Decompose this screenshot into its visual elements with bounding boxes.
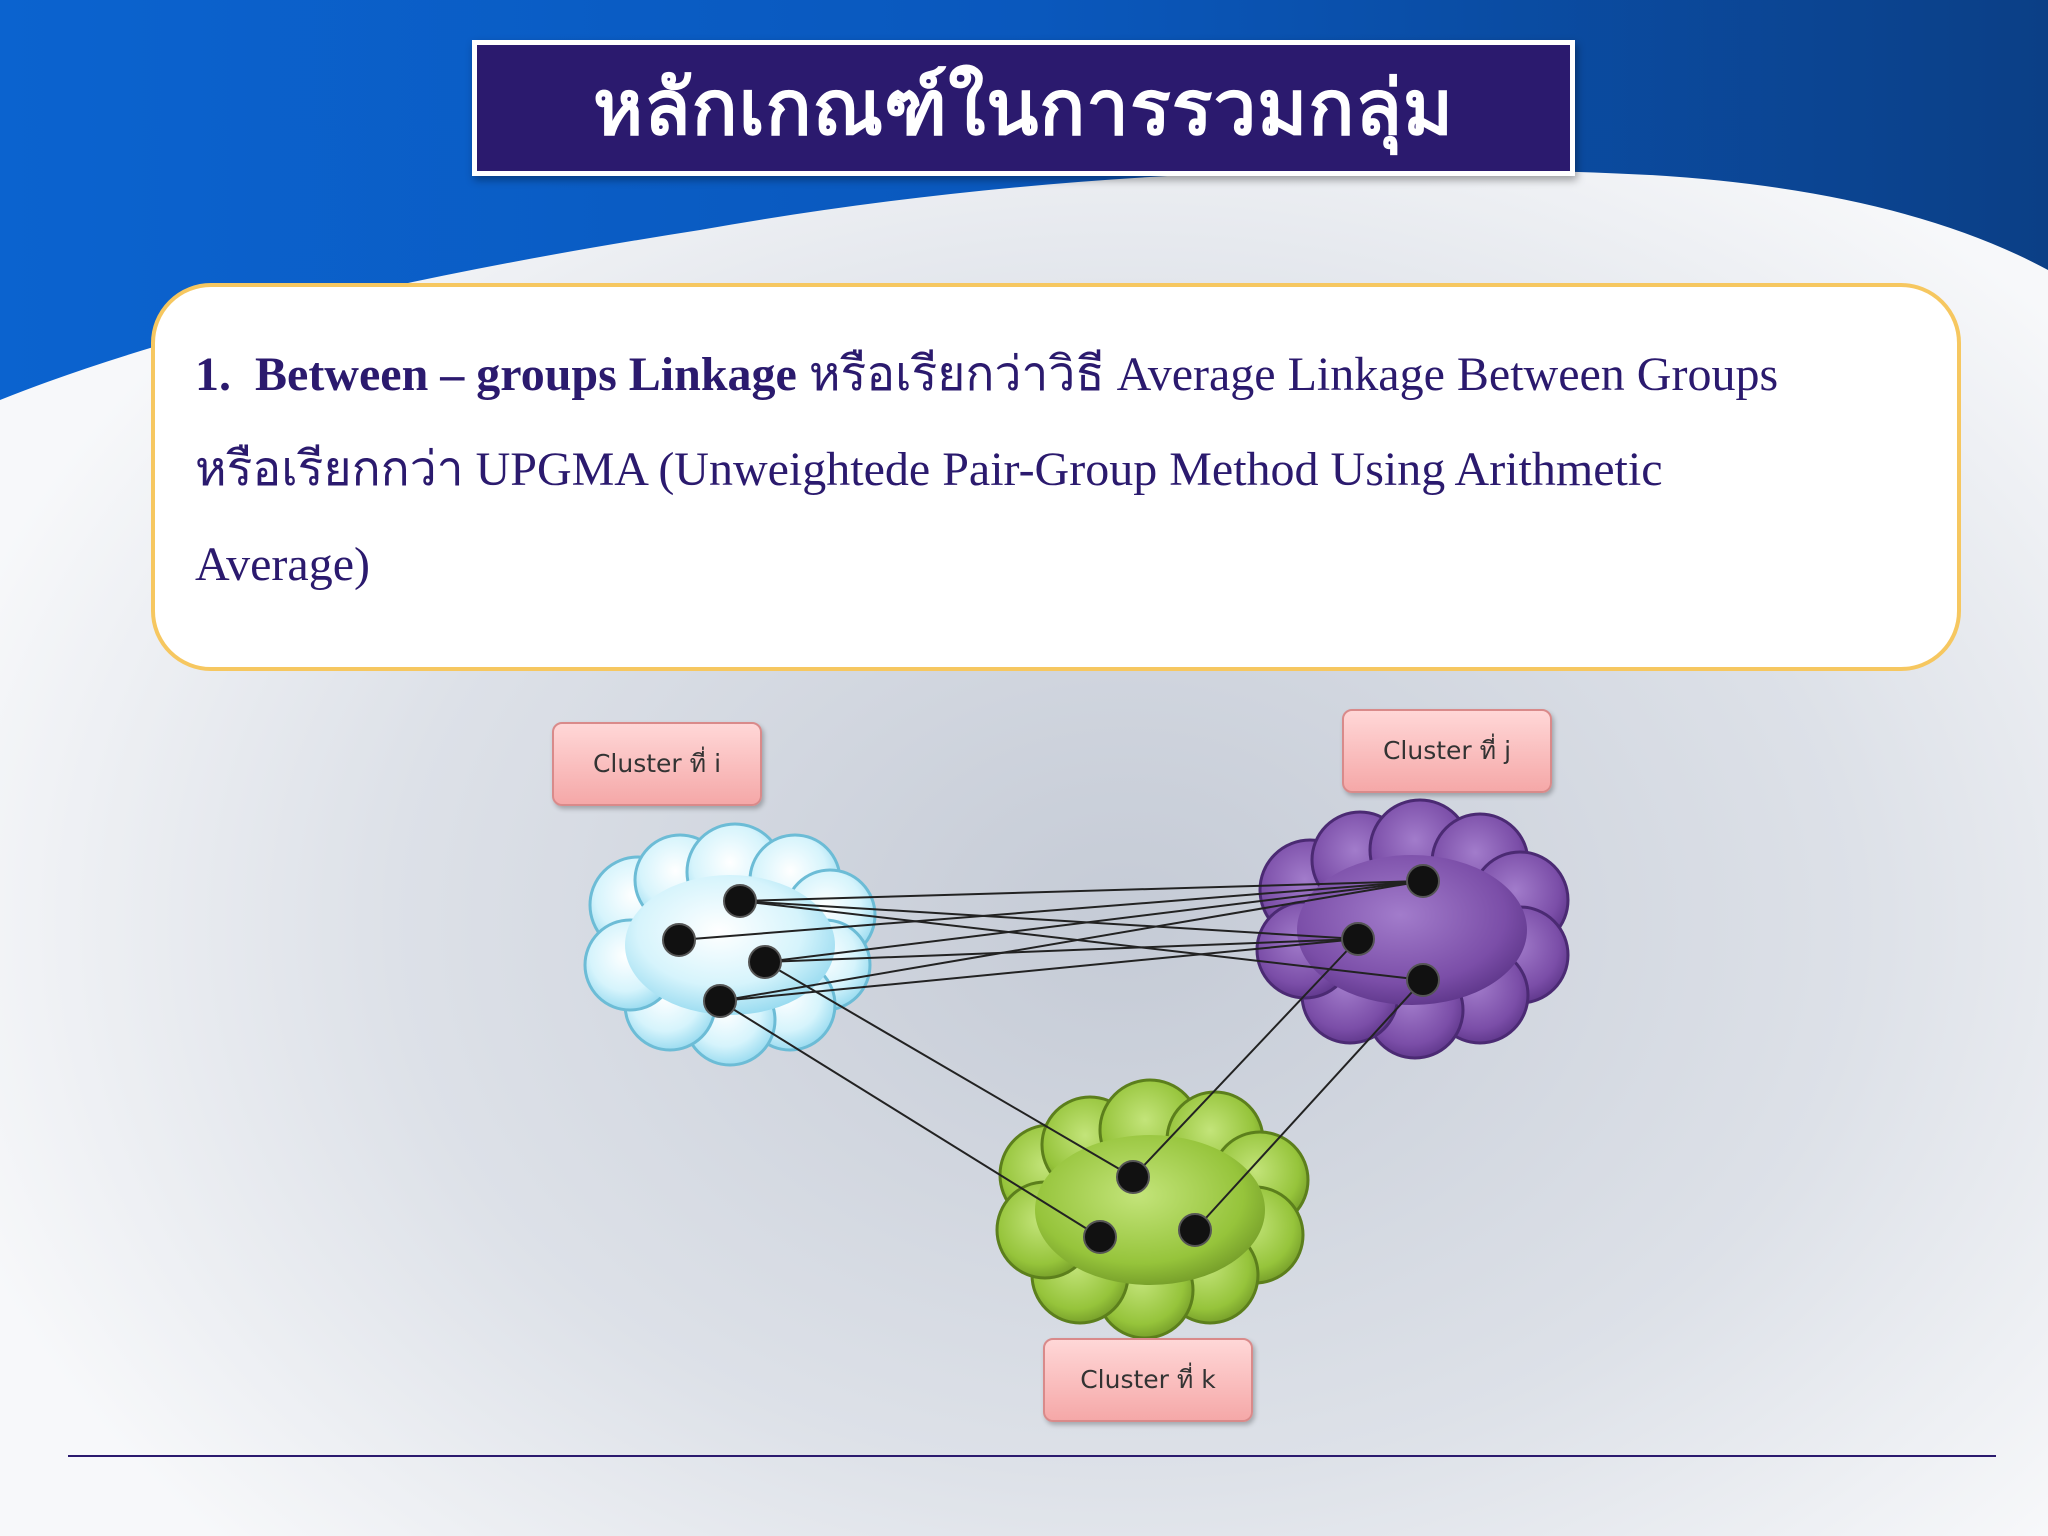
cluster-points [662,864,1440,1254]
point-i-3 [748,945,782,979]
cluster-k-label: Cluster ที่ k [1043,1338,1253,1422]
point-k-2 [1083,1220,1117,1254]
definition-line-1: 1. Between – groups Linkage หรือเรียกว่า… [195,327,1917,422]
footer-divider [68,1455,1996,1457]
point-j-3 [1406,963,1440,997]
definition-number: 1. [195,348,231,401]
point-j-1 [1406,864,1440,898]
definition-term: Between – groups Linkage [255,348,797,401]
linkage-lines [678,880,1424,1238]
cluster-j-label: Cluster ที่ j [1342,709,1552,793]
slide-title: หลักเกณฑ์ในการรวมกลุ่ม [592,63,1455,152]
point-j-2 [1341,922,1375,956]
definition-box: 1. Between – groups Linkage หรือเรียกว่า… [151,283,1961,671]
point-i-1 [723,884,757,918]
point-k-3 [1178,1213,1212,1247]
definition-line-1-rest: หรือเรียกว่าวิธี Average Linkage Between… [796,348,1779,401]
definition-line-3: Average) [195,538,370,591]
point-i-2 [662,923,696,957]
point-i-4 [703,984,737,1018]
slide-title-box: หลักเกณฑ์ในการรวมกลุ่ม [472,40,1575,176]
point-k-1 [1116,1160,1150,1194]
cluster-i-cloud [583,822,877,1067]
cluster-j-cloud [1255,798,1570,1060]
cluster-i-label: Cluster ที่ i [552,722,762,806]
cluster-k-cloud [995,1078,1310,1340]
definition-line-2: หรือเรียกกว่า UPGMA (Unweightede Pair-Gr… [195,443,1663,496]
